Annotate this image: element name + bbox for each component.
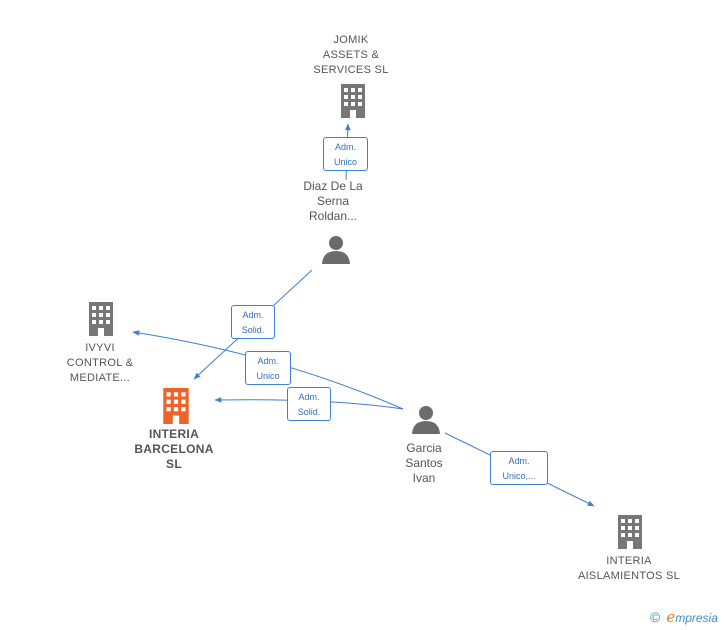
- copyright-icon: ©: [650, 609, 661, 625]
- node-label-ivyvi[interactable]: IVYVI CONTROL & MEDIATE...: [66, 342, 134, 384]
- edge-label-garcia-interia-barcelona[interactable]: Adm. Solid.: [287, 387, 331, 421]
- empresia-logo[interactable]: © empresia: [650, 608, 718, 626]
- person-icon[interactable]: [411, 404, 441, 434]
- brand-wordmark: empresia: [666, 608, 718, 626]
- node-label-diaz[interactable]: Diaz De La Serna Roldan...: [303, 179, 363, 223]
- building-icon-focus[interactable]: [161, 388, 191, 424]
- edge-label-diaz-interia-barcelona[interactable]: Adm. Solid.: [231, 305, 275, 339]
- node-label-jomik[interactable]: JOMIK ASSETS & SERVICES SL: [313, 34, 389, 76]
- edge-label-garcia-interia-aislamientos[interactable]: Adm. Unico,...: [490, 451, 548, 485]
- person-icon[interactable]: [321, 234, 351, 264]
- node-label-interia-aislamientos[interactable]: INTERIA AISLAMIENTOS SL: [577, 555, 681, 582]
- building-icon[interactable]: [87, 302, 115, 336]
- edge-label-diaz-jomik[interactable]: Adm. Unico: [323, 137, 368, 171]
- building-icon[interactable]: [339, 84, 367, 118]
- edge-label-garcia-ivyvi[interactable]: Adm. Unico: [245, 351, 291, 385]
- node-label-interia-barcelona[interactable]: INTERIA BARCELONA SL: [134, 427, 214, 471]
- building-icon[interactable]: [616, 515, 644, 549]
- node-label-garcia[interactable]: Garcia Santos Ivan: [405, 441, 443, 485]
